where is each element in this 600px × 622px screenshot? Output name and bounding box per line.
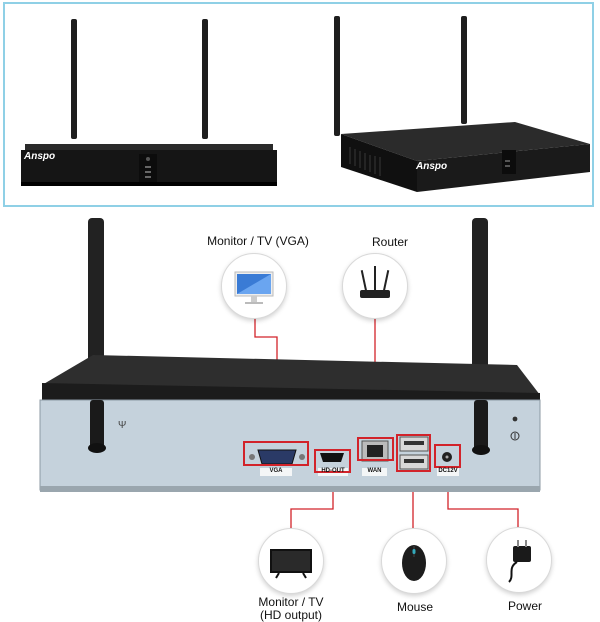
mouse-title: Mouse [396, 600, 434, 614]
tv-icon [258, 528, 324, 594]
power-adapter-icon [486, 527, 552, 593]
router-title: Router [371, 235, 409, 249]
hd-monitor-title-line2: (HD output) [259, 608, 323, 622]
hdmi-port-highlight [314, 449, 351, 473]
wan-port-highlight [357, 437, 394, 461]
power-title: Power [507, 599, 542, 613]
dc-power-port [437, 452, 459, 476]
monitor-icon [221, 253, 287, 319]
usb-ports [399, 436, 429, 470]
brand-logo-left: Anspo [24, 151, 56, 162]
nvr-front-right [334, 16, 590, 192]
vga-port-highlight [243, 441, 309, 466]
product-front-views-panel: Anspo Anspo [3, 2, 594, 207]
vga-port [249, 449, 305, 476]
brand-logo-right: Anspo [416, 161, 448, 172]
power-connector-line [447, 476, 519, 527]
dc-port-highlight [434, 444, 461, 468]
hdmi-port-label: HD-OUT [321, 468, 345, 474]
router-icon [342, 253, 408, 319]
front-views-illustration [21, 16, 590, 192]
mouse-icon [381, 528, 447, 594]
wan-port-label: WAN [367, 468, 382, 474]
dc-port-label: DC12V [438, 468, 458, 474]
nvr-front-left [21, 19, 277, 186]
hd-monitor-title-line1: Monitor / TV [258, 595, 324, 609]
svg-text:Ψ: Ψ [118, 420, 126, 431]
vga-monitor-title: Monitor / TV (VGA) [207, 234, 309, 248]
vga-port-label: VGA [269, 468, 283, 474]
hd-monitor-title: Monitor / TV (HD output) [236, 596, 346, 622]
wan-port [361, 440, 389, 476]
usb-port-highlight [396, 434, 431, 472]
